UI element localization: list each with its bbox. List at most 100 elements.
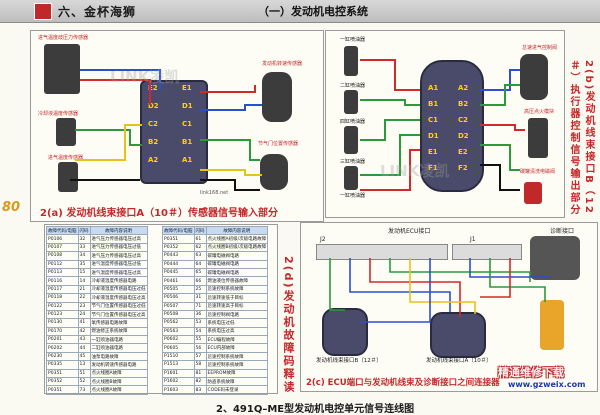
watermark-site: www.gzweix.com bbox=[508, 380, 586, 389]
pin-c2: C2 bbox=[148, 120, 159, 128]
pin-a2: A2 bbox=[148, 156, 159, 164]
table-cell: 44 bbox=[77, 343, 91, 353]
ignition-module-label: 高压点火模块 bbox=[524, 109, 555, 115]
table-cell: P0507 bbox=[162, 301, 195, 311]
table-cell: 65 bbox=[193, 267, 207, 278]
table-cell: 36 bbox=[193, 309, 207, 320]
canister-valve-label: 碳罐清洗电磁阀 bbox=[520, 169, 556, 175]
harness-connector-a bbox=[140, 80, 208, 184]
header-code: 故障代码/电脑 bbox=[46, 225, 79, 236]
table-cell: 56 bbox=[193, 343, 207, 353]
wire bbox=[480, 124, 525, 131]
table-cell: P1513 bbox=[162, 360, 195, 370]
main-title: （一）发动机电控系统 bbox=[258, 5, 368, 18]
ecu-harness-b-connector bbox=[322, 308, 368, 356]
table-cell: 43 bbox=[77, 335, 91, 345]
table-cell: 51 bbox=[77, 368, 91, 379]
table-cell: 14 bbox=[77, 276, 91, 286]
pin-b1-b: B1 bbox=[428, 100, 439, 108]
pin-e2: E2 bbox=[148, 84, 158, 92]
intake-sensor-connector bbox=[58, 162, 78, 192]
injector-connector bbox=[344, 46, 358, 76]
wire bbox=[349, 258, 451, 312]
map-sensor-connector bbox=[44, 44, 80, 94]
table-cell: 碳罐电磁阀电路 bbox=[205, 251, 269, 261]
table-cell: P0112 bbox=[46, 259, 79, 269]
caption-2d: 2(d)发动机故障码释读 bbox=[282, 256, 295, 394]
table-cell: P0106 bbox=[46, 234, 79, 244]
wire bbox=[360, 258, 431, 323]
table-cell: P0116 bbox=[46, 276, 79, 286]
table-cell: 71 bbox=[193, 301, 207, 311]
rpm-sensor-connector bbox=[262, 72, 292, 122]
table-cell: P0506 bbox=[162, 293, 195, 303]
table-cell: 节气门位置传感器电压过低 bbox=[89, 301, 148, 311]
table-cell: 氧传感器电路故障 bbox=[89, 318, 148, 328]
table-cell: 57 bbox=[193, 351, 207, 362]
j2-label: J2 bbox=[320, 236, 326, 243]
table-cell: 31 bbox=[193, 293, 207, 303]
j1-label: J1 bbox=[470, 236, 476, 243]
wire bbox=[360, 149, 420, 191]
caption-2a: 2(a) 发动机线束接口A（10＃）传感器信号输入部分 bbox=[40, 208, 278, 219]
table-cell: P0122 bbox=[46, 301, 79, 311]
table-cell: P0202 bbox=[46, 343, 79, 353]
table-cell: 怠速转速高于目标 bbox=[205, 301, 269, 311]
table-cell: P1510 bbox=[162, 351, 195, 362]
table-cell: P0444 bbox=[162, 259, 195, 269]
table-cell: P0107 bbox=[46, 242, 79, 253]
wire bbox=[200, 139, 260, 161]
pin-f2-b: F2 bbox=[458, 164, 468, 172]
table-cell: 41 bbox=[77, 318, 91, 328]
table-cell: 66 bbox=[193, 276, 207, 286]
table-cell: 35 bbox=[77, 259, 91, 269]
table-cell: 节气门位置传感器电压过高 bbox=[89, 309, 148, 320]
table-cell: 45 bbox=[77, 351, 91, 362]
wire bbox=[480, 84, 520, 106]
table-cell: P0230 bbox=[46, 351, 79, 362]
wire bbox=[200, 179, 260, 191]
pin-b1: B1 bbox=[182, 138, 193, 146]
table-cell: P0562 bbox=[162, 318, 195, 328]
table-cell: P0123 bbox=[46, 309, 79, 320]
pin-f1-b: F1 bbox=[428, 164, 438, 172]
table-cell: P0113 bbox=[46, 267, 79, 278]
table-cell: P0508 bbox=[162, 309, 195, 320]
wire bbox=[360, 119, 420, 141]
table-cell: 冷却液温度传感器电压过低 bbox=[89, 284, 148, 295]
pin-e2-b: E2 bbox=[458, 148, 468, 156]
table-cell: 22 bbox=[77, 293, 91, 303]
injector-connector bbox=[344, 166, 358, 190]
wire bbox=[75, 124, 142, 161]
table-cell: P0443 bbox=[162, 251, 195, 261]
table-cell: P1601 bbox=[162, 368, 195, 379]
link-text: link168.net bbox=[200, 190, 229, 196]
table-header-cell: 故障代码/电脑 bbox=[162, 225, 195, 236]
pin-e1-b: E1 bbox=[428, 148, 438, 156]
table-cell: ECU内部故障 bbox=[205, 343, 269, 353]
harness-a-label: 发动机线束接口A（10＃） bbox=[426, 358, 492, 364]
wire bbox=[80, 79, 151, 105]
table-cell: 13 bbox=[77, 360, 91, 370]
injector-2-label: 二缸喷油器 bbox=[340, 83, 366, 89]
wire bbox=[469, 258, 550, 278]
pin-d2-b: D2 bbox=[458, 132, 469, 140]
injector-4-label: 四缸喷油器 bbox=[340, 119, 366, 125]
table-cell: 点火线圈A故障 bbox=[89, 385, 148, 395]
table-cell: 进气压力传感器电压过低 bbox=[89, 242, 148, 253]
ecu-title: 发动机ECU接口 bbox=[388, 228, 431, 235]
table-cell: 58 bbox=[193, 360, 207, 370]
ignition-module-connector bbox=[528, 118, 548, 158]
